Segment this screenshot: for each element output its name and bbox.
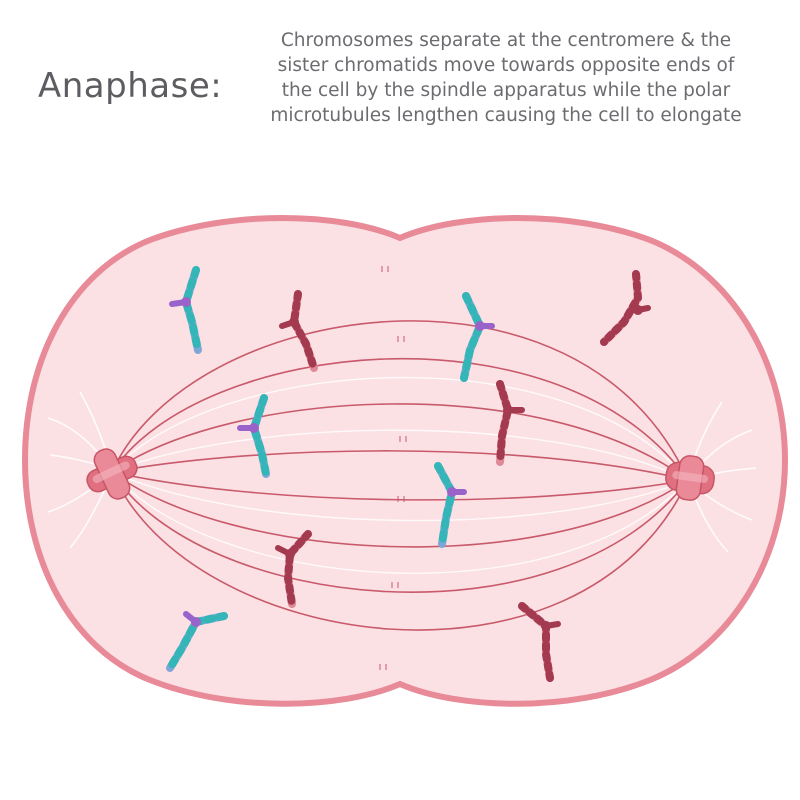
chromosome-blue-4-icon [434, 462, 467, 548]
description-line-2: sister chromatids move towards opposite … [277, 55, 735, 76]
chromosome-red-3-icon [496, 380, 525, 466]
chromosome-blue-1-icon [169, 266, 202, 354]
chromosome-red-1-icon [279, 290, 318, 372]
centrosome-left-icon [86, 448, 138, 500]
description-line-4: microtubules lengthen causing the cell t… [270, 105, 742, 126]
chromosome-red-2-icon [600, 270, 651, 346]
chromosome-red-5-icon [518, 602, 561, 682]
centrosome-right-icon [665, 455, 715, 501]
chromosome-red-4-icon [275, 530, 312, 608]
spindle-highlights [111, 376, 689, 574]
chromosome-blue-3-icon [237, 394, 270, 478]
spindle-fibers [111, 320, 689, 631]
chromosome-blue-5-icon [166, 611, 228, 672]
microtubule-overlap-marks [379, 266, 407, 670]
description-line-3: the cell by the spindle apparatus while … [281, 80, 731, 101]
chromosome-blue-2-icon [460, 292, 495, 382]
description: Chromosomes separate at the centromere &… [236, 28, 776, 128]
description-line-1: Chromosomes separate at the centromere &… [280, 30, 732, 51]
cell-membrane [21, 215, 789, 707]
diagram-title: Anaphase: [38, 66, 223, 106]
